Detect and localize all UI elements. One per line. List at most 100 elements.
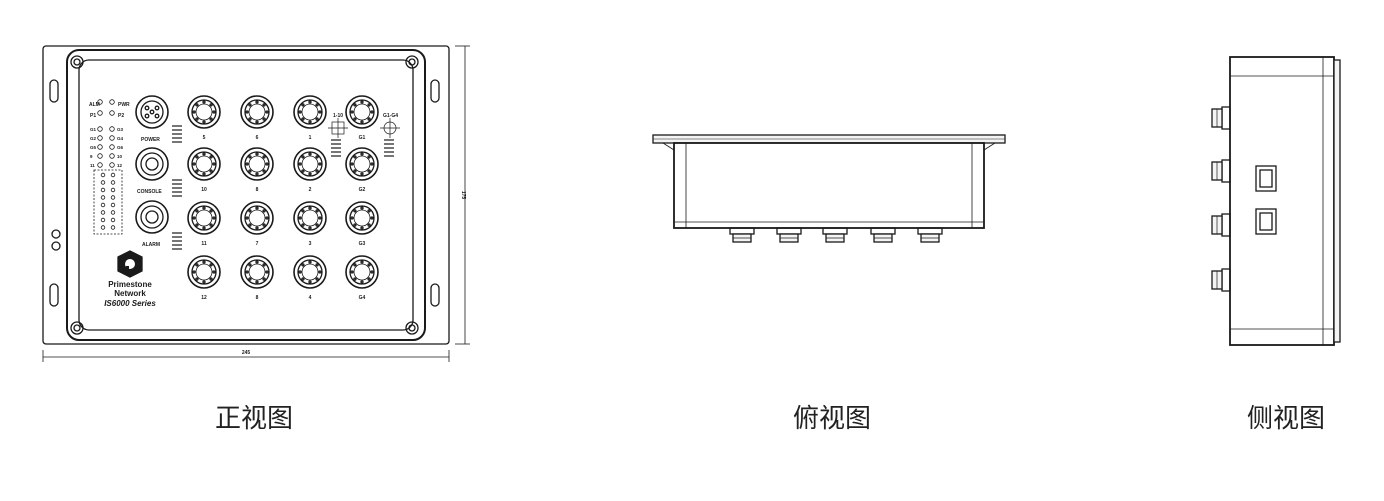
m12-port-pin	[353, 277, 357, 281]
front-view	[42, 45, 470, 362]
m12-port-pin	[308, 280, 312, 284]
m12-port-pin	[265, 162, 269, 166]
label-alm: ALM	[89, 102, 100, 108]
m12-port-pin	[353, 169, 357, 173]
m12-port-pin	[308, 206, 312, 210]
m12-port-pin	[360, 120, 364, 124]
side-connector-nut	[1221, 268, 1231, 292]
brand-name-line1: Primestone	[108, 280, 152, 289]
height-dimension: 175	[460, 191, 466, 200]
m12-port-pin	[353, 223, 357, 227]
m12-port-pin	[265, 270, 269, 274]
m12-port-core	[353, 263, 371, 281]
m12-port-pin	[308, 100, 312, 104]
m12-port-pin	[209, 103, 213, 107]
m12-port-outer	[240, 95, 274, 129]
side-connector-nut	[1221, 106, 1231, 130]
m12-port-pin	[209, 223, 213, 227]
m12-port-pin	[360, 172, 364, 176]
side-connector	[1211, 268, 1231, 292]
m12-port-pin	[262, 263, 266, 267]
m12-port-ring	[191, 99, 217, 125]
m12-port-core	[248, 209, 266, 227]
port-label: 2	[309, 187, 312, 193]
top-connector	[776, 227, 802, 243]
m12-port-outer	[187, 255, 221, 289]
m12-port-pin	[298, 270, 302, 274]
m12-port	[240, 201, 274, 235]
dip-switch-icon	[100, 172, 106, 178]
m12-port-pin	[195, 155, 199, 159]
m12-port-pin	[212, 216, 216, 220]
dimension-lines	[42, 45, 470, 362]
m12-port-pin	[212, 270, 216, 274]
dip-switch-icon	[110, 180, 116, 185]
m12-port-pin	[255, 280, 259, 284]
width-dimension: 245	[242, 350, 251, 356]
m12-port	[293, 201, 327, 235]
m12-port-core	[353, 155, 371, 173]
dip-switch-icon	[100, 180, 106, 185]
m12-port-ring	[191, 205, 217, 231]
dip-switch-icon	[110, 202, 116, 208]
m12-port-outer	[293, 95, 327, 129]
m12-port-pin	[195, 209, 199, 213]
m12-port	[240, 147, 274, 181]
label-console: CONSOLE	[137, 189, 162, 195]
m12-port-core	[301, 103, 319, 121]
port-label: 3	[309, 241, 312, 247]
m12-port-ring	[349, 151, 375, 177]
m12-port-pin	[209, 117, 213, 121]
m12-port-pin	[315, 277, 319, 281]
led-indicator-icon	[97, 135, 103, 141]
m12-port-pin	[301, 209, 305, 213]
m12-port-pin	[255, 152, 259, 156]
m12-port-pin	[212, 162, 216, 166]
port-label: 5	[203, 135, 206, 141]
side-connectors	[1211, 106, 1231, 292]
m12-port-pin	[202, 206, 206, 210]
led-label: 10	[117, 154, 123, 159]
m12-port-pin	[262, 103, 266, 107]
m12-port-pin	[315, 155, 319, 159]
m12-port-outer	[345, 201, 379, 235]
m12-port-ring	[349, 205, 375, 231]
m12-port-pin	[212, 110, 216, 114]
m12-port-pin	[255, 120, 259, 124]
port-label: G1	[359, 135, 366, 141]
m12-port-outer	[345, 147, 379, 181]
m12-port-core	[353, 209, 371, 227]
led-indicator-icon	[97, 110, 103, 116]
m12-port-ring	[244, 205, 270, 231]
m12-port-pin	[265, 110, 269, 114]
label-power: POWER	[141, 137, 160, 143]
m12-port-pin	[255, 172, 259, 176]
m12-port	[293, 95, 327, 129]
m12-port-pin	[308, 172, 312, 176]
caption-side-view: 侧视图	[1246, 404, 1325, 434]
m12-port-pin	[318, 162, 322, 166]
m12-port-outer	[187, 147, 221, 181]
m12-port-outer	[345, 255, 379, 289]
led-g1-g4-icon	[380, 118, 400, 138]
m12-port-outer	[187, 201, 221, 235]
side-connector	[1211, 213, 1231, 237]
m12-port-pin	[318, 270, 322, 274]
m12-port-pin	[308, 152, 312, 156]
m12-port-outer	[240, 201, 274, 235]
m12-port-pin	[301, 103, 305, 107]
led-indicator-icon	[97, 153, 103, 159]
port-label: 12	[201, 295, 207, 301]
top-connector	[870, 227, 896, 243]
dip-switch-icon	[100, 187, 106, 193]
led-indicator-icon	[109, 126, 115, 132]
m12-port-pin	[209, 263, 213, 267]
m12-port-pin	[353, 209, 357, 213]
led-label: G2	[90, 136, 97, 141]
dip-switch-icon	[110, 187, 116, 193]
led-indicator-icon	[109, 153, 115, 159]
m12-port-pin	[308, 226, 312, 230]
m12-port-pin	[318, 110, 322, 114]
port-label: G3	[359, 241, 366, 247]
caption-top-view: 俯视图	[792, 404, 871, 434]
